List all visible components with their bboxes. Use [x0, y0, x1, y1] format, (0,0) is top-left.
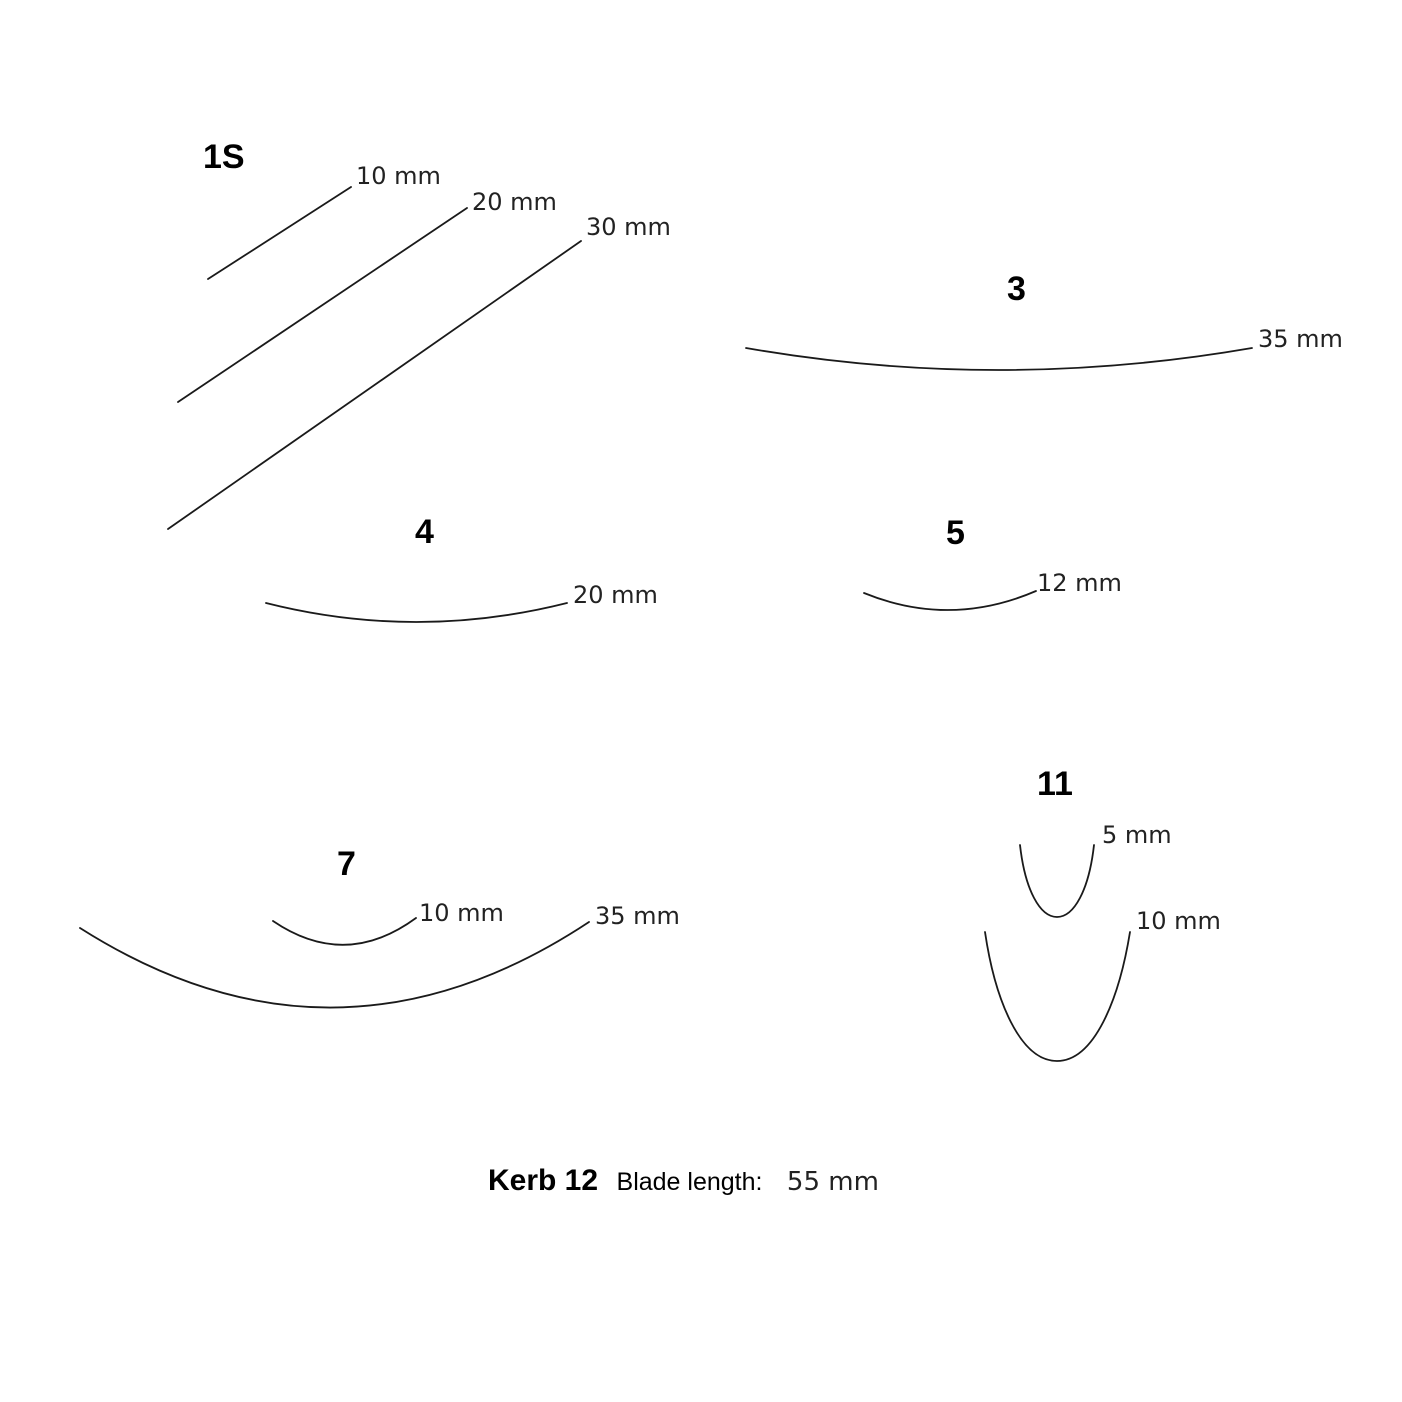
profile-11-10mm-label: 10 mm: [1136, 907, 1221, 935]
profile-11-5mm-label: 5 mm: [1102, 821, 1172, 849]
profile-1s-10mm-line: [207, 186, 352, 280]
profile-7-35mm-arc: [79, 921, 590, 1009]
kerb-label: Kerb 12: [488, 1164, 599, 1197]
profile-1s-20mm-line: [177, 207, 468, 403]
profile-5-12mm-label: 12 mm: [1037, 569, 1122, 597]
profile-3-35mm-arc: [745, 347, 1253, 371]
profile-1s-10mm-label: 10 mm: [356, 162, 441, 190]
profile-5-12mm-arc: [863, 590, 1037, 611]
profile-11-10mm-u: [984, 931, 1131, 1062]
profile-1s-number: 1S: [203, 138, 245, 176]
profile-7: 7 10 mm 35 mm: [79, 845, 680, 1009]
profile-4-20mm-label: 20 mm: [573, 581, 658, 609]
profile-5-number: 5: [946, 514, 965, 552]
profile-4: 4 20 mm: [265, 513, 658, 623]
profile-7-10mm-label: 10 mm: [419, 899, 504, 927]
profile-7-number: 7: [337, 845, 356, 883]
profile-11-number: 11: [1037, 765, 1073, 803]
blade-length-value: 55 mm: [786, 1167, 879, 1197]
profile-7-10mm-arc: [272, 917, 417, 946]
profile-5: 5 12 mm: [863, 514, 1122, 611]
profile-7-35mm-label: 35 mm: [595, 902, 680, 930]
profile-1s-30mm-label: 30 mm: [586, 213, 671, 241]
profile-1s-20mm-label: 20 mm: [472, 188, 557, 216]
footer-caption: Kerb 12 Blade length: 55 mm: [488, 1164, 879, 1198]
profile-3: 3 35 mm: [745, 270, 1343, 371]
profile-11-5mm-u: [1019, 844, 1095, 918]
profile-11: 11 5 mm 10 mm: [984, 765, 1221, 1062]
profile-1s: 1S 10 mm 20 mm 30 mm: [167, 138, 671, 530]
profile-4-number: 4: [415, 513, 434, 551]
profile-3-35mm-label: 35 mm: [1258, 325, 1343, 353]
blade-length-label: Blade length:: [616, 1168, 763, 1196]
profile-3-number: 3: [1007, 270, 1026, 308]
profile-4-20mm-arc: [265, 602, 568, 623]
profile-1s-30mm-line: [167, 240, 582, 530]
